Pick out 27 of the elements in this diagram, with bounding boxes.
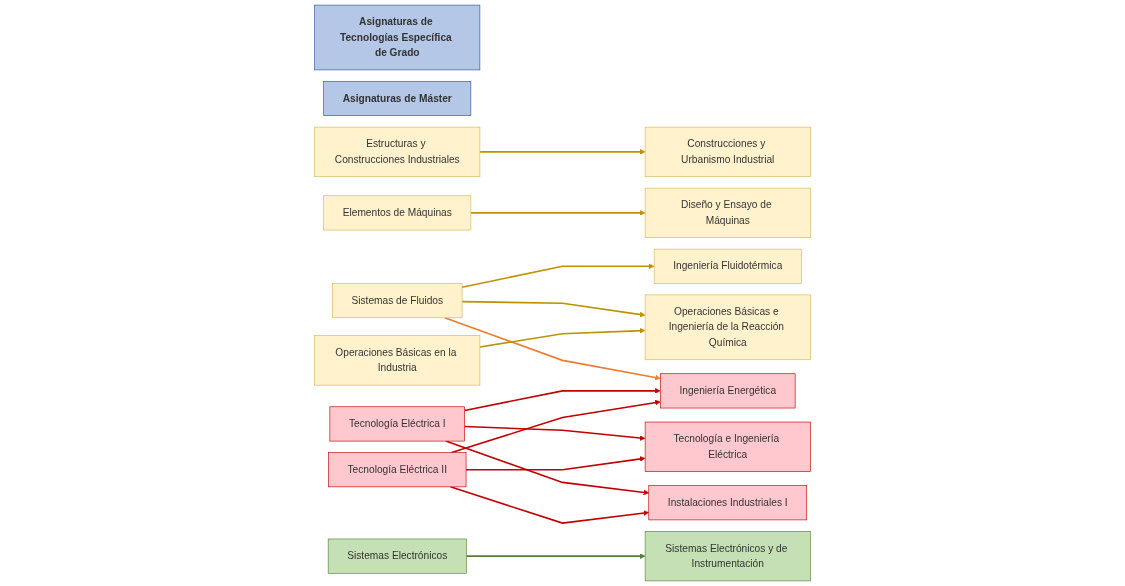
node-box: Instalaciones Industriales I [648,485,808,521]
arrow [465,553,646,559]
arrow [461,263,655,288]
arrow [465,456,646,471]
arrow [479,149,646,155]
node-box: Asignaturas de Máster [323,81,472,116]
node-box: Operaciones Básicas e Ingeniería de la Reacción Química [644,294,811,361]
node-box: Asignaturas de Tecnologías Específica de Grado [314,4,481,71]
node-box: Diseño y Ensayo de Máquinas [644,187,811,238]
node-box: Sistemas de Fluidos [332,283,463,319]
arrow [463,388,661,412]
node-box: Estructuras y Construcciones Industriales [314,126,481,177]
node-box: Ingeniería Energética [660,373,796,409]
node-box: Ingeniería Fluidotérmica [653,248,802,284]
arrow [443,317,661,381]
node-box: Tecnología Eléctrica I [329,406,465,442]
node-box: Elementos de Máquinas [323,195,472,231]
node-box: Tecnología e Ingeniería Eléctrica [644,421,811,472]
node-box: Operaciones Básicas en la Industria [314,335,481,386]
node-box: Construcciones y Urbanismo Industrial [644,126,811,177]
node-box: Sistemas Electrónicos [327,538,467,574]
arrow [479,327,646,348]
arrow [463,425,646,441]
node-box: Tecnología Eléctrica II [328,452,467,488]
node-box: Sistemas Electrónicos y de Instrumentación [644,531,811,582]
arrow [461,300,646,318]
arrow [470,210,646,216]
